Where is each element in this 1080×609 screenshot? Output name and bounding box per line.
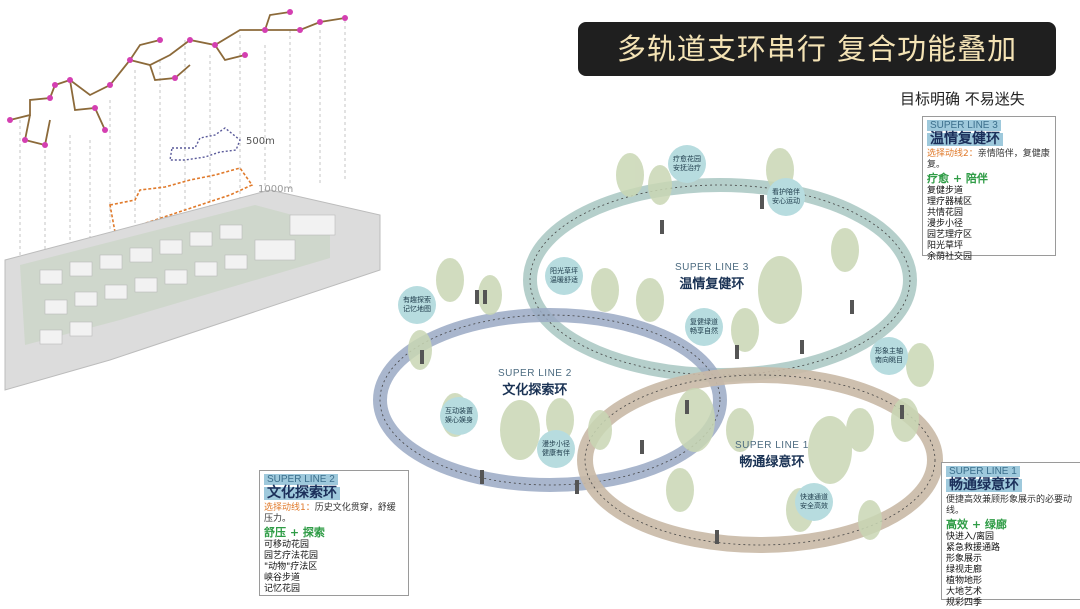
- card-line3-item: 理疗器械区: [927, 197, 973, 207]
- card-line2-item: 记忆花园: [264, 584, 301, 594]
- card-line2-route-desc: 历史文化贯穿，舒缓压力。: [264, 503, 396, 524]
- card-line2-route: 选择动线1：: [264, 503, 315, 513]
- card-line2-item: 峡谷步道: [264, 573, 301, 583]
- card-line1-item: 规彩四季: [946, 598, 983, 608]
- card-line1-name: 畅通绿意环: [946, 478, 1022, 492]
- bubble-care-companion: 看护陪伴 安心运动: [767, 178, 805, 216]
- card-line1-item: 大地艺术: [946, 587, 983, 597]
- bubble-sunny-lawn: 阳光草坪 温暖舒适: [545, 257, 583, 295]
- outline-1000m: [109, 167, 254, 234]
- card-line3-route-desc: 亲情陪伴，复健康复。: [927, 149, 1050, 170]
- page-title: 多轨道支环串行 复合功能叠加: [578, 22, 1056, 76]
- card-line1-item: 紧急救援通路: [946, 543, 1001, 553]
- ring-line1-cn: 畅通绿意环: [739, 455, 805, 470]
- ring-label-line1: SUPER LINE 1 畅通绿意环: [735, 440, 809, 470]
- path-network: [9, 11, 346, 147]
- ring-line2-en: SUPER LINE 2: [498, 368, 572, 379]
- ring-line1-en: SUPER LINE 1: [735, 440, 809, 451]
- card-line2-name: 文化探索环: [264, 486, 340, 500]
- card-line1-item: 植物地形: [946, 576, 983, 586]
- bubble-fast-channel: 快速通道 安全高效: [795, 483, 833, 521]
- site-buildings: [39, 214, 336, 345]
- bubble-rehab-greenway: 复健绿道 畅享自然: [685, 308, 723, 346]
- card-line3: SUPER LINE 3 温情复健环 选择动线2：亲情陪伴，复健康复。 疗愈 +…: [922, 116, 1056, 262]
- card-line2-item: "动物"疗法区: [264, 562, 318, 572]
- card-line2-item: 可移动花园: [264, 540, 310, 550]
- label-500m: 500m: [246, 136, 275, 147]
- outline-500m: [169, 127, 241, 161]
- ring-line3-en: SUPER LINE 3: [675, 262, 749, 273]
- ring-label-line2: SUPER LINE 2 文化探索环: [498, 368, 572, 398]
- card-line1-route-desc: 便捷高效兼顾形象展示的必要动线。: [946, 495, 1073, 516]
- card-line3-item: 园艺理疗区: [927, 230, 973, 240]
- label-1000m: 1000m: [258, 184, 294, 195]
- bubble-walking-path: 漫步小径 健康有伴: [537, 430, 575, 468]
- card-line3-name: 温情复健环: [927, 132, 1003, 146]
- ring-line2-cn: 文化探索环: [502, 383, 568, 398]
- path-nodes: [7, 9, 348, 148]
- card-line3-route: 选择动线2：: [927, 149, 978, 159]
- ring-diagram: [373, 148, 943, 553]
- card-line3-item: 漫步小径: [927, 219, 964, 229]
- card-line1-item: 形象展示: [946, 554, 983, 564]
- bubble-healing-garden: 疗愈花园 安抚治疗: [668, 145, 706, 183]
- people-figures: [420, 195, 904, 544]
- card-line1-item: 绿视走廊: [946, 565, 983, 575]
- card-line1-item: 快进入/离园: [946, 532, 995, 542]
- ring-label-line3: SUPER LINE 3 温情复健环: [675, 262, 749, 292]
- card-line1-tag: SUPER LINE 1: [946, 466, 1020, 477]
- card-line2-item: 园艺疗法花园: [264, 551, 319, 561]
- page-subtitle: 目标明确 不易迷失: [900, 90, 1025, 108]
- card-line3-item: 余荫社交园: [927, 252, 973, 262]
- card-line3-item: 共情花园: [927, 208, 964, 218]
- bubble-image-axis: 形象主轴 南向眺目: [870, 337, 908, 375]
- site-plan-diagram: [4, 9, 381, 391]
- card-line2-function: 舒压 + 探索: [264, 526, 325, 539]
- ring-line3-cn: 温情复健环: [679, 277, 745, 292]
- card-line1: SUPER LINE 1 畅通绿意环 便捷高效兼顾形象展示的必要动线。 高效 +…: [941, 462, 1080, 608]
- bubble-memory-map: 有趣探索 记忆地图: [398, 286, 436, 324]
- card-line3-function: 疗愈 + 陪伴: [927, 172, 988, 185]
- card-line3-tag: SUPER LINE 3: [927, 120, 1001, 131]
- card-line3-item: 阳光草坪: [927, 241, 964, 251]
- card-line1-function: 高效 + 绿廊: [946, 518, 1007, 531]
- bubble-interactive-device: 互动装置 娱心娱身: [440, 397, 478, 435]
- card-line2: SUPER LINE 2 文化探索环 选择动线1：历史文化贯穿，舒缓压力。 舒压…: [259, 470, 409, 596]
- card-line2-tag: SUPER LINE 2: [264, 474, 338, 485]
- card-line3-item: 复健步道: [927, 186, 964, 196]
